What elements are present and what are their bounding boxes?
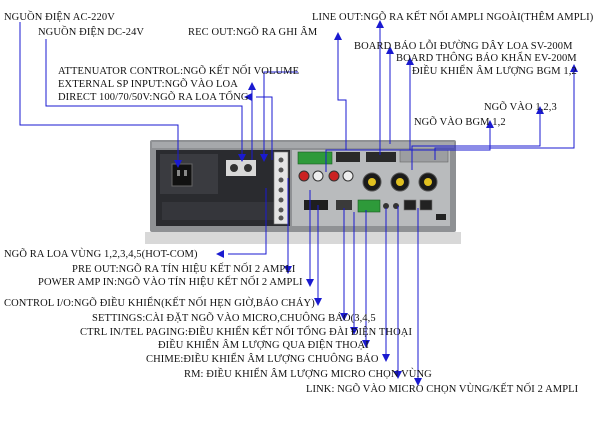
xlr-jack-ring (396, 178, 404, 186)
arrow-head (284, 266, 292, 274)
arrow-head (362, 340, 370, 348)
label-bgm-input: NGÕ VÀO BGM 1,2 (414, 117, 506, 128)
arrow-head (260, 154, 268, 162)
xlr-jack-ring (424, 178, 432, 186)
line-ac-power (19, 22, 179, 166)
ac-inlet-pin (177, 170, 180, 176)
arrow-head (248, 82, 256, 90)
line-zone-out (228, 188, 267, 255)
volume-knob (383, 203, 389, 209)
ground-screw (436, 214, 446, 220)
arrow-head (174, 160, 182, 168)
terminal-screw (278, 215, 284, 221)
arrow-head (314, 298, 322, 306)
terminal-screw (278, 187, 284, 193)
arrow-head (382, 354, 390, 362)
label-tel-volume: ĐIỀU KHIỂN ÂM LƯỢNG QUA ĐIỆN THOẠI (158, 340, 369, 351)
device-shadow (145, 232, 461, 244)
label-bgm-volume: ĐIỀU KHIỂN ÂM LƯỢNG BGM 1,2 (412, 66, 577, 77)
arrow-head (414, 378, 422, 386)
chassis-top-edge (152, 142, 454, 148)
label-zone-out: NGÕ RA LOA VÙNG 1,2,3,4,5(HOT-COM) (4, 249, 198, 260)
terminal-screw (278, 207, 284, 213)
label-ctrl-in: CTRL IN/TEL PAGING:ĐIỀU KHIỂN KẾT NỐI TỔ… (80, 327, 413, 338)
ac-inlet-pin (184, 170, 187, 176)
arrow-head (306, 279, 314, 287)
dc-screw (230, 164, 238, 172)
link-port (419, 199, 433, 211)
line-attenuator (263, 71, 298, 160)
ctrl-in-terminal (357, 199, 381, 213)
arrow-head (394, 371, 402, 379)
label-pre-out: PRE OUT:NGÕ RA TÍN HIỆU KẾT NỐI 2 AMPLI (72, 264, 296, 275)
rca-jack-red (328, 170, 340, 182)
arrow-head (386, 46, 394, 54)
line-bgm-volume (434, 70, 575, 160)
rca-jack-white (312, 170, 324, 182)
label-ac-power: NGUỒN ĐIỆN AC-220V (4, 12, 115, 23)
terminal-screw (278, 197, 284, 203)
label-chime: CHIME:ĐIỀU KHIỂN ÂM LƯỢNG CHUÔNG BÁO (146, 354, 379, 365)
label-attenuator: ATTENUATOR CONTROL:NGÕ KẾT NỐI VOLUME (58, 66, 300, 77)
arrow-head (216, 250, 224, 258)
label-settings: SETTINGS:CÀI ĐẶT NGÕ VÀO MICRO,CHUÔNG BÁ… (92, 313, 376, 324)
arrow-head (334, 32, 342, 40)
arrow-head (340, 313, 348, 321)
rec-out-jack (336, 152, 360, 162)
label-direct-out: DIRECT 100/70/50V:NGÕ RA LOA TỔNG (58, 92, 249, 103)
label-rec-out: REC OUT:NGÕ RA GHI ÂM (188, 27, 318, 38)
terminal-screw (278, 177, 284, 183)
settings-dip (336, 200, 352, 210)
arrow-head (486, 120, 494, 128)
line-direct-out (256, 96, 273, 160)
arrow-head (570, 64, 578, 72)
label-external-sp: EXTERNAL SP INPUT:NGÕ VÀO LOA (58, 79, 238, 90)
label-dc-power: NGUỒN ĐIỆN DC-24V (38, 27, 145, 38)
dc-terminal (226, 160, 256, 176)
label-control-io: CONTROL I/O:NGÕ ĐIỀU KHIỂN(KẾT NỐI HẸN G… (4, 298, 315, 309)
label-rm: RM: ĐIỀU KHIỂN ÂM LƯỢNG MICRO CHỌN VÙNG (184, 369, 432, 380)
dc-screw (244, 164, 252, 172)
spec-sticker (162, 202, 282, 220)
arrow-head (350, 327, 358, 335)
label-sv200m: BOARD BÁO LỖI ĐƯỜNG DÂY LOA SV-200M (354, 41, 573, 52)
terminal-screw (278, 167, 284, 173)
control-io-connector (304, 200, 328, 210)
link-port (403, 199, 417, 211)
arrow-head (536, 106, 544, 114)
line-input-123 (411, 112, 541, 170)
xlr-jack-ring (368, 178, 376, 186)
line-out-jack (366, 152, 396, 162)
line-dc-power (45, 39, 243, 160)
label-line-out: LINE OUT:NGÕ RA KẾT NỐI AMPLI NGOÀI(THÊM… (312, 12, 594, 23)
ac-inlet (171, 163, 193, 187)
arrow-head (238, 154, 246, 162)
label-ev200m: BOARD THÔNG BÁO KHẨN EV-200M (396, 53, 577, 64)
terminal-screw (278, 157, 284, 163)
label-power-amp-in: POWER AMP IN:NGÕ VÀO TÍN HIỆU KẾT NỐI 2 … (38, 277, 303, 288)
rca-jack-white (342, 170, 354, 182)
label-link: LINK: NGÕ VÀO MICRO CHỌN VÙNG/KẾT NỐI 2 … (306, 384, 579, 395)
label-input-123: NGÕ VÀO 1,2,3 (484, 102, 557, 113)
line-bgm-input (325, 126, 491, 172)
arrow-head (406, 57, 414, 65)
line-rec-out (337, 38, 347, 150)
rca-jack-red (298, 170, 310, 182)
green-terminal-block (297, 151, 333, 165)
arrow-head (376, 20, 384, 28)
arrow-head (244, 93, 252, 101)
